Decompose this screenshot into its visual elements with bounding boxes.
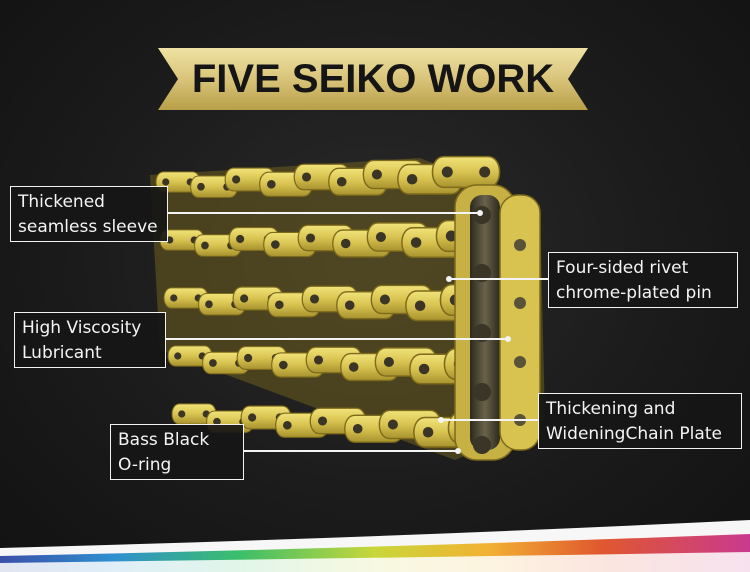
callout-line: WideningChain Plate (546, 424, 722, 444)
callout-line: O-ring (118, 455, 172, 475)
callout-line: seamless sleeve (18, 217, 158, 237)
callout-line: Thickening and (546, 399, 676, 419)
leader-line (442, 419, 538, 421)
leader-dot (438, 417, 444, 423)
callout-line: Four-sided rivet (556, 258, 689, 278)
callout-o-ring: Bass Black O-ring (110, 424, 244, 480)
callout-seamless-sleeve: Thickened seamless sleeve (10, 186, 168, 242)
title-banner: FIVE SEIKO WORK (158, 48, 588, 110)
callout-line: High Viscosity (22, 318, 142, 338)
leader-line (168, 212, 480, 214)
callout-line: chrome-plated pin (556, 283, 712, 303)
leader-line (244, 450, 458, 452)
banner-shape (158, 48, 588, 110)
callout-line: Bass Black (118, 430, 210, 450)
chain-front-end (454, 184, 541, 461)
leader-line (166, 338, 508, 340)
callout-line: Lubricant (22, 343, 102, 363)
leader-dot (446, 276, 452, 282)
callout-chain-plate: Thickening and WideningChain Plate (538, 393, 742, 449)
callout-line: Thickened (18, 192, 105, 212)
callout-rivet-pin: Four-sided rivet chrome-plated pin (548, 252, 738, 308)
leader-dot (477, 210, 483, 216)
leader-dot (455, 448, 461, 454)
leader-line (450, 278, 548, 280)
callout-lubricant: High Viscosity Lubricant (14, 312, 166, 368)
leader-dot (505, 336, 511, 342)
banner-title: FIVE SEIKO WORK (191, 56, 555, 101)
